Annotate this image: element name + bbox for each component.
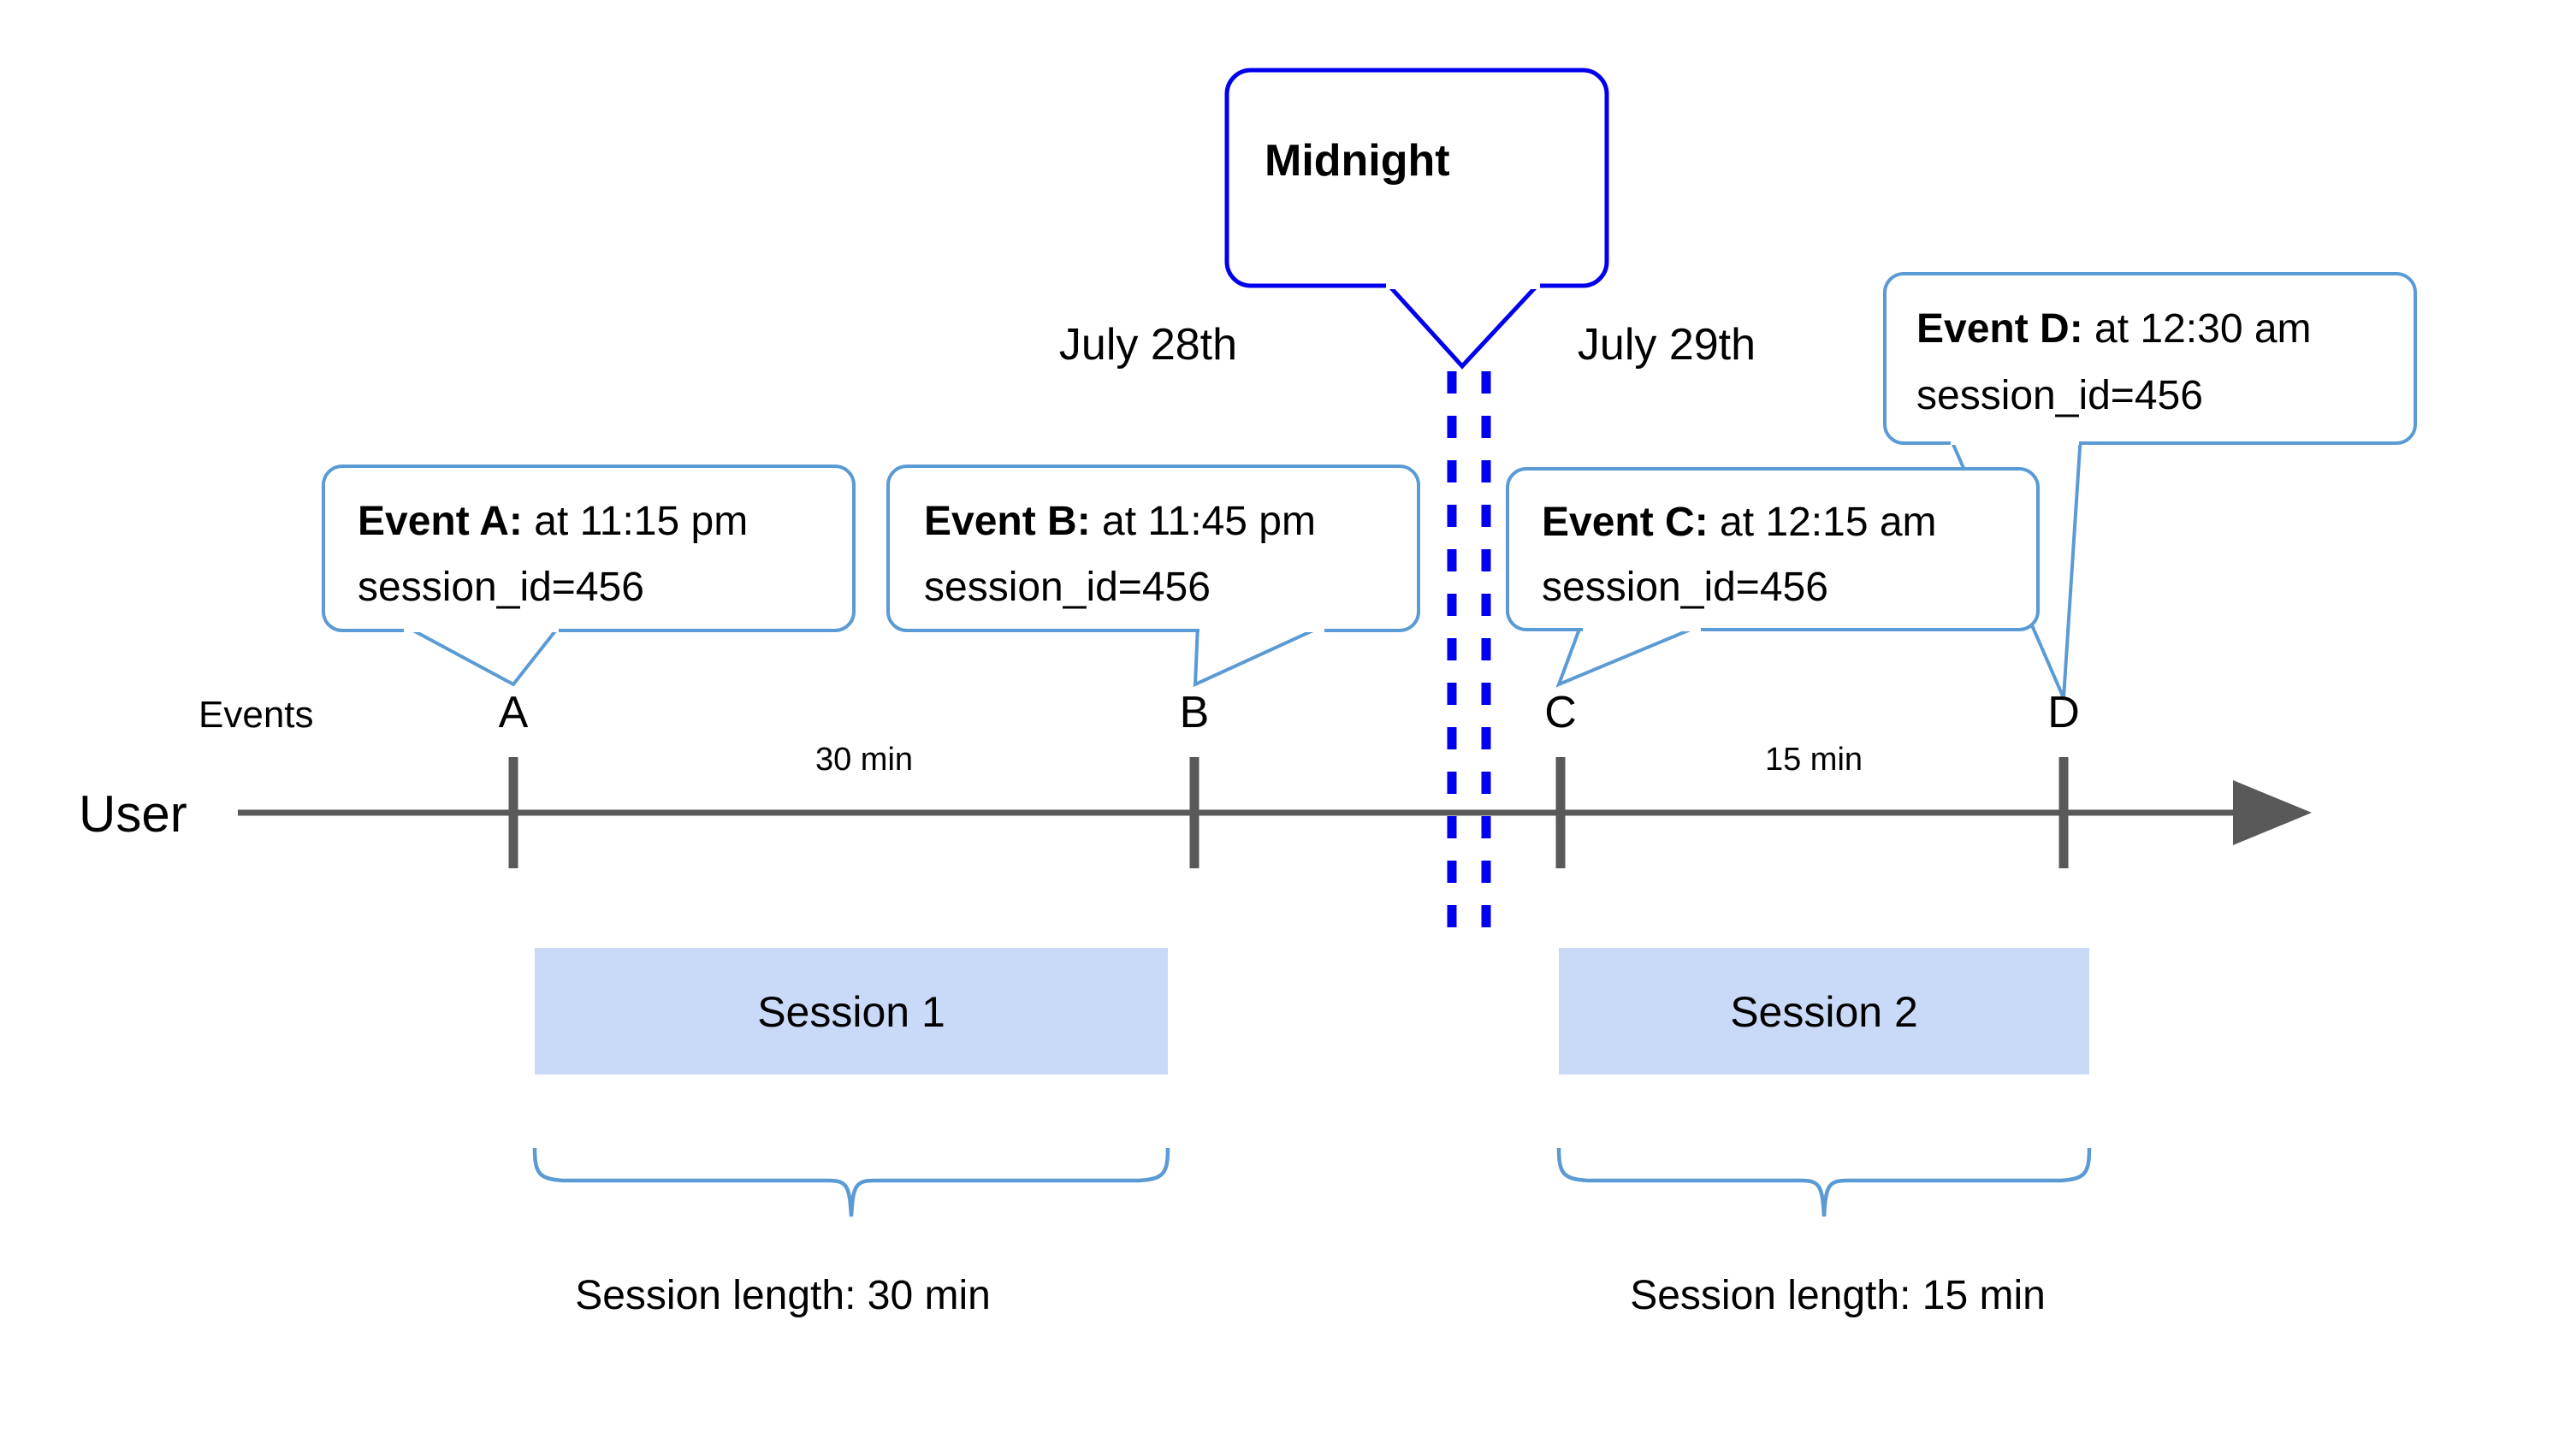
session-1-label: Session 1 <box>757 988 945 1036</box>
session-block-1[interactable]: Session 1 <box>535 948 1168 1074</box>
date-label-right: July 29th <box>1578 320 1756 370</box>
event-callout-C-box <box>1506 467 2040 631</box>
marker-label-D: D <box>2047 688 2080 737</box>
midnight-label: Midnight <box>1265 136 1450 186</box>
event-callout-D-line1: Event D: at 12:30 am <box>1916 306 2312 352</box>
session-2-length-label: Session length: 15 min <box>1630 1273 2046 1318</box>
marker-label-A: A <box>499 688 529 737</box>
event-callout-A-tail <box>401 623 565 687</box>
date-label-left: July 28th <box>1059 320 1237 370</box>
event-callout-C-tail <box>1555 623 1703 688</box>
marker-label-B: B <box>1180 688 1210 737</box>
duration-label-ab: 30 min <box>815 742 913 778</box>
lane-label-events: Events <box>198 694 314 736</box>
marker-label-C: C <box>1544 688 1577 737</box>
event-callout-C-line2: session_id=456 <box>1542 565 1828 610</box>
event-callout-B[interactable]: Event B: at 11:45 pm session_id=456 <box>886 465 1420 688</box>
event-callout-B-tail <box>1193 623 1327 688</box>
event-callout-A-detail: at 11:15 pm <box>523 499 748 544</box>
event-callout-D-line2: session_id=456 <box>1916 373 2203 418</box>
event-callout-D-detail: at 12:30 am <box>2083 306 2312 352</box>
midnight-callout[interactable]: Midnight <box>1224 68 1609 370</box>
duration-label-cd: 15 min <box>1765 742 1863 778</box>
event-callout-A[interactable]: Event A: at 11:15 pm session_id=456 <box>322 465 856 687</box>
event-callout-C-bold: Event C: <box>1542 500 1709 545</box>
event-callout-A-line1: Event A: at 11:15 pm <box>358 499 748 544</box>
event-callout-B-bold: Event B: <box>924 499 1091 544</box>
event-callout-A-line2: session_id=456 <box>358 565 644 610</box>
event-callout-A-bold: Event A: <box>358 499 523 544</box>
axis-arrow-head <box>2233 780 2312 845</box>
lane-label-user: User <box>79 785 187 843</box>
midnight-callout-tail <box>1381 280 1545 370</box>
session-2-label: Session 2 <box>1730 988 1918 1036</box>
event-callout-A-box <box>322 465 856 632</box>
event-callout-D-box <box>1883 272 2417 445</box>
session-1-rect <box>535 948 1168 1074</box>
event-callout-B-line2: session_id=456 <box>924 565 1211 610</box>
session-2-rect <box>1559 948 2089 1074</box>
session-1-brace <box>532 1147 1170 1217</box>
timeline-axis <box>238 780 2312 845</box>
event-callout-B-line1: Event B: at 11:45 pm <box>924 499 1316 544</box>
event-callout-C[interactable]: Event C: at 12:15 am session_id=456 <box>1506 467 2040 688</box>
event-callout-C-detail: at 12:15 am <box>1709 500 1937 545</box>
event-callout-B-box <box>886 465 1420 632</box>
event-callout-D-bold: Event D: <box>1916 306 2083 352</box>
session-2-brace <box>1556 1147 2092 1217</box>
event-callout-B-detail: at 11:45 pm <box>1091 499 1316 544</box>
session-block-2[interactable]: Session 2 <box>1559 948 2089 1074</box>
event-callout-C-line1: Event C: at 12:15 am <box>1542 500 1937 545</box>
session-1-length-label: Session length: 30 min <box>575 1273 991 1318</box>
